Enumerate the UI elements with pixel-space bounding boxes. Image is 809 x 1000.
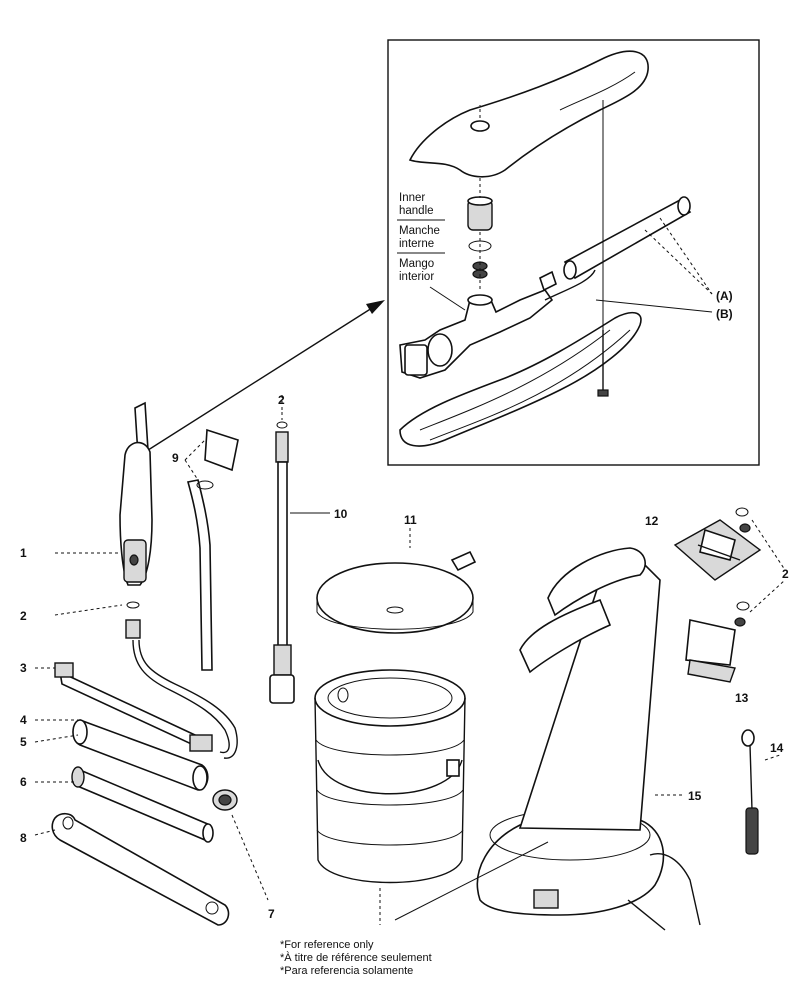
part-15-stand [394,547,701,931]
label-part-2-top: 2 [278,393,285,407]
inner-hose [544,269,596,301]
hose-assembly [125,619,238,759]
part-9-tube [184,428,239,671]
part-11-lid [316,528,477,634]
part-2-o-ring-left [126,601,140,609]
part-3-tube [35,662,213,752]
handle-top-hole [470,120,490,132]
part-10-extension [269,412,330,704]
label-part-6: 6 [20,775,27,789]
label-part-13: 13 [735,691,749,705]
label-part-8: 8 [20,831,27,845]
label-part-1: 1 [20,546,27,560]
footnote-es: *Para referencia solamente [280,965,413,977]
inner-handle-label-fr-1: Manche [399,225,440,237]
label-part-12: 12 [645,514,659,528]
inner-handle-label-es-2: interior [399,271,434,283]
part-7-end-cap [212,789,269,901]
label-part-10: 10 [334,507,348,521]
inset-detail: Inner handle Manche interne Mango interi… [387,39,760,466]
part-1-handle [55,401,153,586]
label-part-7: 7 [268,907,275,921]
label-part-3: 3 [20,661,27,675]
handle-top-cover [408,50,649,178]
inner-handle-label-en-2: handle [399,205,434,217]
label-part-4: 4 [20,713,27,727]
paint-bucket [314,669,466,925]
part-12-pad-holder [673,507,786,581]
label-part-15: 15 [688,789,702,803]
handle-bottom-housing [399,311,642,447]
footnote-fr: *À titre de référence seulement [280,951,432,964]
inner-handle-label-en-1: Inner [399,192,425,204]
callout-a: (A) [716,289,733,303]
inner-handle-label-fr-2: interne [399,238,434,250]
part-13-edger [685,579,786,683]
part-8-shield [34,812,230,926]
callout-b: (B) [716,307,733,321]
part-14-brush [741,729,781,855]
label-part-2-left: 2 [20,609,27,623]
footnote-en: *For reference only [280,939,374,951]
label-part-14: 14 [770,741,784,755]
label-part-11: 11 [404,513,417,527]
inner-handle-label-es-1: Mango [399,258,434,270]
part-5-roller-cover [72,719,209,791]
part-6-roller-core [71,766,214,843]
inset-frame [387,39,760,466]
label-part-5: 5 [20,735,27,749]
label-part-2-right: 2 [782,567,789,581]
detail-arrow [144,300,385,453]
arrow-head [366,300,385,314]
inner-tube [563,198,692,280]
label-part-9: 9 [172,451,179,465]
